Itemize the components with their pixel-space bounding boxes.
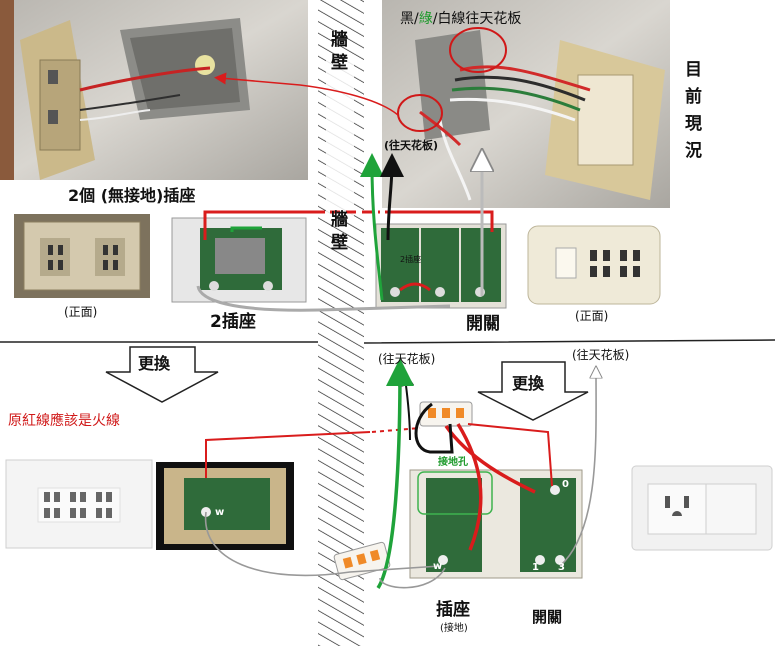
replace-arrow-right — [477, 361, 589, 421]
bottom-white-loop — [379, 567, 446, 589]
front-label-left: (正面) — [64, 305, 98, 319]
top-green-riser — [360, 153, 385, 301]
outlet-bottom-label: 插座 — [436, 600, 470, 620]
wire-black-text: 黑 — [400, 11, 414, 27]
bottom-red-to-outlet — [456, 423, 483, 551]
ground-hole-label: 接地孔 — [438, 457, 468, 468]
bottom-red-wire — [205, 431, 371, 478]
bottom-black-wire — [414, 402, 454, 454]
switch-top-label: 開關 — [466, 314, 500, 334]
terminal-w-right: w — [433, 561, 443, 572]
old-switch-back-photo — [375, 223, 507, 309]
red-pointer-line — [214, 72, 399, 116]
new-outlet-back-photo — [156, 462, 294, 550]
wires-to-ceiling-label: 黑/綠/白線往天花板 — [400, 12, 521, 26]
wall-label-top: 牆壁 — [327, 30, 347, 76]
wall-gap — [326, 60, 354, 220]
new-switch-front-photo — [631, 465, 773, 551]
terminal-w-left: w — [215, 507, 225, 518]
top-white-wire — [196, 285, 451, 312]
bottom-green-riser — [376, 358, 414, 589]
wire-green-text: 綠 — [418, 11, 433, 27]
top-red-jumper — [399, 282, 431, 292]
top-green-wire — [230, 226, 262, 232]
switch-bottom-label: 開關 — [532, 608, 563, 626]
bottom-white-riser — [559, 372, 596, 567]
bottom-red-wire-dashed — [371, 427, 421, 433]
old-switch-front-photo — [527, 225, 661, 305]
bottom-red-to-switch — [444, 424, 536, 494]
red-is-live-note: 原紅線應該是火線 — [8, 413, 120, 429]
current-status-label: 目前現況 — [681, 60, 701, 168]
old-outlet-front-photo — [14, 214, 150, 298]
terminal-1: 1 — [532, 562, 539, 573]
bottom-white-wire — [204, 511, 441, 577]
bottom-black-riser — [398, 370, 415, 441]
wall-label-mid: 牆壁 — [327, 210, 347, 256]
to-ceiling-label-1: (往天花板) — [384, 139, 439, 152]
bottom-red-wire-right — [467, 423, 553, 487]
photo-current-outlet — [0, 0, 308, 180]
terminal-0: 0 — [562, 479, 569, 490]
old-outlet-back-photo — [171, 217, 307, 303]
front-label-right: (正面) — [575, 309, 609, 323]
two-outlet-small-label: 2插座 — [400, 255, 422, 264]
replace-label-right: 更換 — [512, 374, 545, 393]
top-red-wire-right — [385, 210, 494, 232]
terminal-3: 3 — [558, 562, 565, 573]
two-outlet-label: 2插座 — [210, 312, 256, 332]
to-ceiling-label-3: (往天花板) — [572, 348, 630, 362]
replace-label-left: 更換 — [138, 354, 171, 373]
top-red-wire — [203, 210, 325, 240]
photo-current-switch — [382, 0, 670, 208]
replace-arrow-left — [105, 346, 219, 403]
wire-rest-text: 白線往天花板 — [437, 11, 522, 27]
new-modules-photo — [409, 469, 583, 579]
top-black-riser — [379, 153, 404, 241]
outlet-grounded-label: (接地) — [440, 623, 468, 634]
new-outlet-front-photo — [5, 459, 153, 549]
wire-sep-2: / — [432, 11, 438, 27]
wire-sep-1: / — [414, 11, 419, 27]
to-ceiling-label-2: (往天花板) — [378, 352, 436, 366]
section-divider — [0, 339, 776, 344]
two-outlets-no-ground-label: 2個 (無接地)插座 — [68, 186, 196, 205]
